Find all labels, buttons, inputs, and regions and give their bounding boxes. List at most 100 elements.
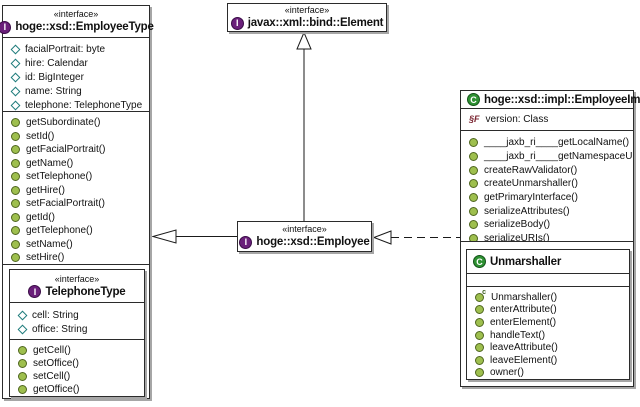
member-label: id: BigInteger [25,71,84,83]
class-name: hoge::xsd::Employee [256,236,370,248]
method-row[interactable]: handleText() [467,329,629,342]
method-circle-icon [469,179,478,189]
member-label: createRawValidator() [484,164,578,176]
method-row[interactable]: leaveAttribute() [467,341,629,354]
member-label: serializeURIs() [484,233,550,241]
class-box-element[interactable]: «interface» I javax::xml::bind::Element [227,3,387,32]
member-label: name: String [25,85,82,97]
method-row[interactable]: getId() [3,211,149,225]
member-label: getHire() [26,184,65,196]
method-row[interactable]: leaveElement() [467,354,629,367]
class-box-telephone-type[interactable]: «interface» I TelephoneType cell: String… [9,269,145,397]
method-row[interactable]: setFacialPortrait() [3,197,149,211]
attribute-row[interactable]: telephone: TelephoneType [3,98,149,111]
attribute-row[interactable]: facialPortrait: byte [3,43,149,57]
method-circle-icon [11,118,20,128]
member-label: getPrimaryInterface() [484,192,578,204]
inner-classes-compartment: C Unmarshaller c Unmarshaller() enterAtt… [461,241,633,388]
attributes-compartment: §F version: Class [461,108,633,130]
hollow-triangle-arrowhead-left [151,229,177,244]
method-circle-icon [469,193,478,203]
method-circle-icon [469,152,478,162]
class-box-employee-impl[interactable]: C hoge::xsd::impl::EmployeeImpl §F versi… [460,90,640,388]
member-label: createUnmarshaller() [484,178,578,190]
method-circle-icon [475,368,484,378]
member-label: getOffice() [33,384,80,395]
method-circle-icon [11,172,20,182]
method-row[interactable]: createRawValidator() [461,163,633,177]
method-circle-icon [11,185,20,195]
attribute-row[interactable]: §F version: Class [461,114,548,125]
method-circle-icon [18,346,27,355]
member-label: ____jaxb_ri____getNamespaceURI() [484,151,633,163]
method-row[interactable]: owner() [467,367,629,380]
member-label: enterElement() [490,316,557,328]
generalization-employee-employeetype [151,229,237,244]
stereotype-label: «interface» [282,224,327,234]
attribute-diamond-icon [17,324,28,334]
method-row[interactable]: setId() [3,130,149,144]
member-label: getId() [26,211,55,223]
class-name: hoge::xsd::impl::EmployeeImpl [484,93,640,106]
method-row[interactable]: getPrimaryInterface() [461,191,633,205]
class-title-unmarshaller: C Unmarshaller [467,250,629,273]
class-box-unmarshaller[interactable]: C Unmarshaller c Unmarshaller() enterAtt… [466,249,630,380]
interface-icon: I [28,285,42,298]
member-label: facialPortrait: byte [25,44,106,56]
member-label: leaveAttribute() [490,342,558,354]
interface-icon: I [230,16,244,30]
method-circle-icon [11,226,20,236]
method-row[interactable]: ____jaxb_ri____getNamespaceURI() [461,150,633,164]
method-row[interactable]: enterAttribute() [467,304,629,317]
method-row[interactable]: getOffice() [10,383,144,396]
method-circle-icon [469,165,478,175]
methods-compartment: getCell() setOffice() setCell() getOffice() [10,339,144,397]
method-row[interactable]: setTelephone() [3,170,149,184]
method-row[interactable]: setHire() [3,251,149,264]
class-title-employee: «interface» I hoge::xsd::Employee [238,222,371,251]
member-label: setFacialPortrait() [26,198,105,210]
attribute-diamond-icon [17,310,28,320]
class-box-employee[interactable]: «interface» I hoge::xsd::Employee [237,221,372,252]
attribute-row[interactable]: name: String [3,84,149,98]
class-icon: C [473,255,486,268]
method-row[interactable]: setOffice() [10,357,144,370]
method-row[interactable]: getName() [3,157,149,171]
attribute-row[interactable]: office: String [10,322,144,336]
method-row[interactable]: getCell() [10,344,144,357]
method-row[interactable]: getFacialPortrait() [3,143,149,157]
member-label: setOffice() [33,358,79,369]
constructor-row[interactable]: c Unmarshaller() [467,289,629,304]
attribute-diamond-icon [10,58,21,69]
method-row[interactable]: serializeURIs() [461,232,633,241]
attribute-diamond-icon [10,100,21,111]
attribute-row[interactable]: hire: Calendar [3,57,149,71]
method-row[interactable]: setName() [3,238,149,252]
method-row[interactable]: enterElement() [467,316,629,329]
member-label: serializeBody() [484,219,551,231]
method-row[interactable]: setCell() [10,370,144,383]
method-circle-icon [469,234,478,241]
attribute-row[interactable]: id: BigInteger [3,71,149,85]
method-row[interactable]: ____jaxb_ri____getLocalName() [461,136,633,150]
member-label: setCell() [33,371,71,382]
class-box-employee-type[interactable]: «interface» I hoge::xsd::EmployeeType fa… [0,5,154,399]
method-row[interactable]: serializeBody() [461,218,633,232]
generalization-employee-element [296,31,312,221]
hollow-triangle-arrowhead-left [372,230,392,245]
class-name: hoge::xsd::EmployeeType [15,21,154,33]
method-circle-icon [475,330,484,340]
member-label: setId() [26,130,55,142]
method-circle-icon [11,199,20,209]
method-circle-icon [18,385,27,394]
member-label: hire: Calendar [25,58,88,70]
attribute-row[interactable]: cell: String [10,308,144,322]
method-row[interactable]: serializeAttributes() [461,204,633,218]
method-row[interactable]: getHire() [3,184,149,198]
method-circle-icon [475,305,484,315]
member-label: getCell() [33,345,71,356]
method-row[interactable]: createUnmarshaller() [461,177,633,191]
method-circle-icon [11,131,20,141]
method-row[interactable]: getTelephone() [3,224,149,238]
method-row[interactable]: getSubordinate() [3,116,149,130]
